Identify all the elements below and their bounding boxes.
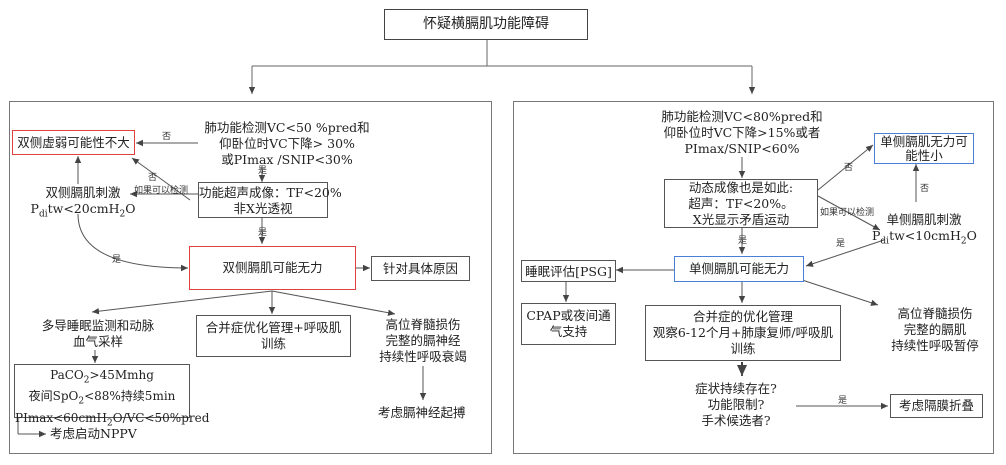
consider-phrenic-pacing: 考虑膈神经起搏 — [378, 405, 466, 420]
bilateral-stimulation: 双侧膈肌刺激 Pditw<20cmH2O — [30, 185, 136, 220]
right-optimization-box: 合并症的优化管理观察6-12个月+肺康复师/呼吸肌训练 — [645, 305, 841, 361]
specific-cause-box: 针对具体原因 — [371, 256, 470, 281]
left-label-no-2: 否 — [148, 173, 158, 183]
cpap-box: CPAP或夜间通气支持 — [521, 303, 616, 345]
right-label-no-2: 否 — [920, 184, 930, 194]
left-label-yes-2: 是 — [258, 228, 268, 238]
consider-nppv: 考虑启动NPPV — [50, 426, 137, 441]
npv-criteria-box: PaCO2>45Mmhg 夜间SpO2<88%持续5min PImax<60cm… — [14, 364, 209, 428]
psg-blood-gas: 多导睡眠监测和动脉血气采样 — [41, 318, 155, 349]
unilateral-stimulation: 单侧膈肌刺激 Pditw<10cmH2O — [872, 212, 977, 247]
consider-plication-box: 考虑隔膜折叠 — [890, 394, 983, 418]
unilateral-weakness-possible-box: 单侧膈肌可能无力 — [674, 256, 804, 282]
persistent-symptoms: 症状持续存在?功能限制?手术候选者? — [695, 381, 777, 428]
right-label-no-1: 否 — [844, 163, 854, 173]
left-label-no-1: 否 — [162, 132, 172, 142]
right-label-yes-2: 是 — [836, 239, 846, 249]
left-label-if-test: 如果可以检测 — [134, 186, 189, 196]
title-box: 怀疑横膈肌功能障碍 — [384, 9, 588, 40]
right-spinal-injury: 高位脊髓损伤完整的膈肌持续性呼吸暂停 — [891, 306, 979, 353]
right-label-yes-1: 是 — [738, 236, 748, 246]
left-ultrasound-box: 功能超声成像：TF<20%非X光透视 — [198, 182, 342, 218]
left-pft-criteria: 肺功能检测VC<50 %pred和仰卧位时VC下降> 30%或PImax /SN… — [204, 120, 370, 167]
dynamic-imaging-box: 动态成像也是如此:超声：TF<20%。X光显示矛盾运动 — [664, 179, 818, 228]
unilateral-weakness-unlikely-box: 单侧膈肌无力可能性小 — [874, 133, 974, 164]
left-spinal-injury: 高位脊髓损伤完整的膈神经持续性呼吸衰竭 — [379, 317, 467, 364]
diagram-title: 怀疑横膈肌功能障碍 — [423, 16, 549, 32]
sleep-assessment-box: 睡眠评估[PSG] — [521, 260, 616, 282]
left-label-yes-1: 是 — [258, 166, 268, 176]
bilateral-weakness-unlikely-box: 双侧虚弱可能性不大 — [12, 130, 135, 155]
left-optimization-box: 合并症优化管理+呼吸肌训练 — [196, 315, 351, 357]
left-label-yes-3: 是 — [112, 255, 122, 265]
right-label-if-test: 如果可以检测 — [820, 208, 875, 218]
right-label-yes-3: 是 — [838, 396, 848, 406]
bilateral-weakness-possible-box: 双侧膈肌可能无力 — [189, 246, 356, 290]
